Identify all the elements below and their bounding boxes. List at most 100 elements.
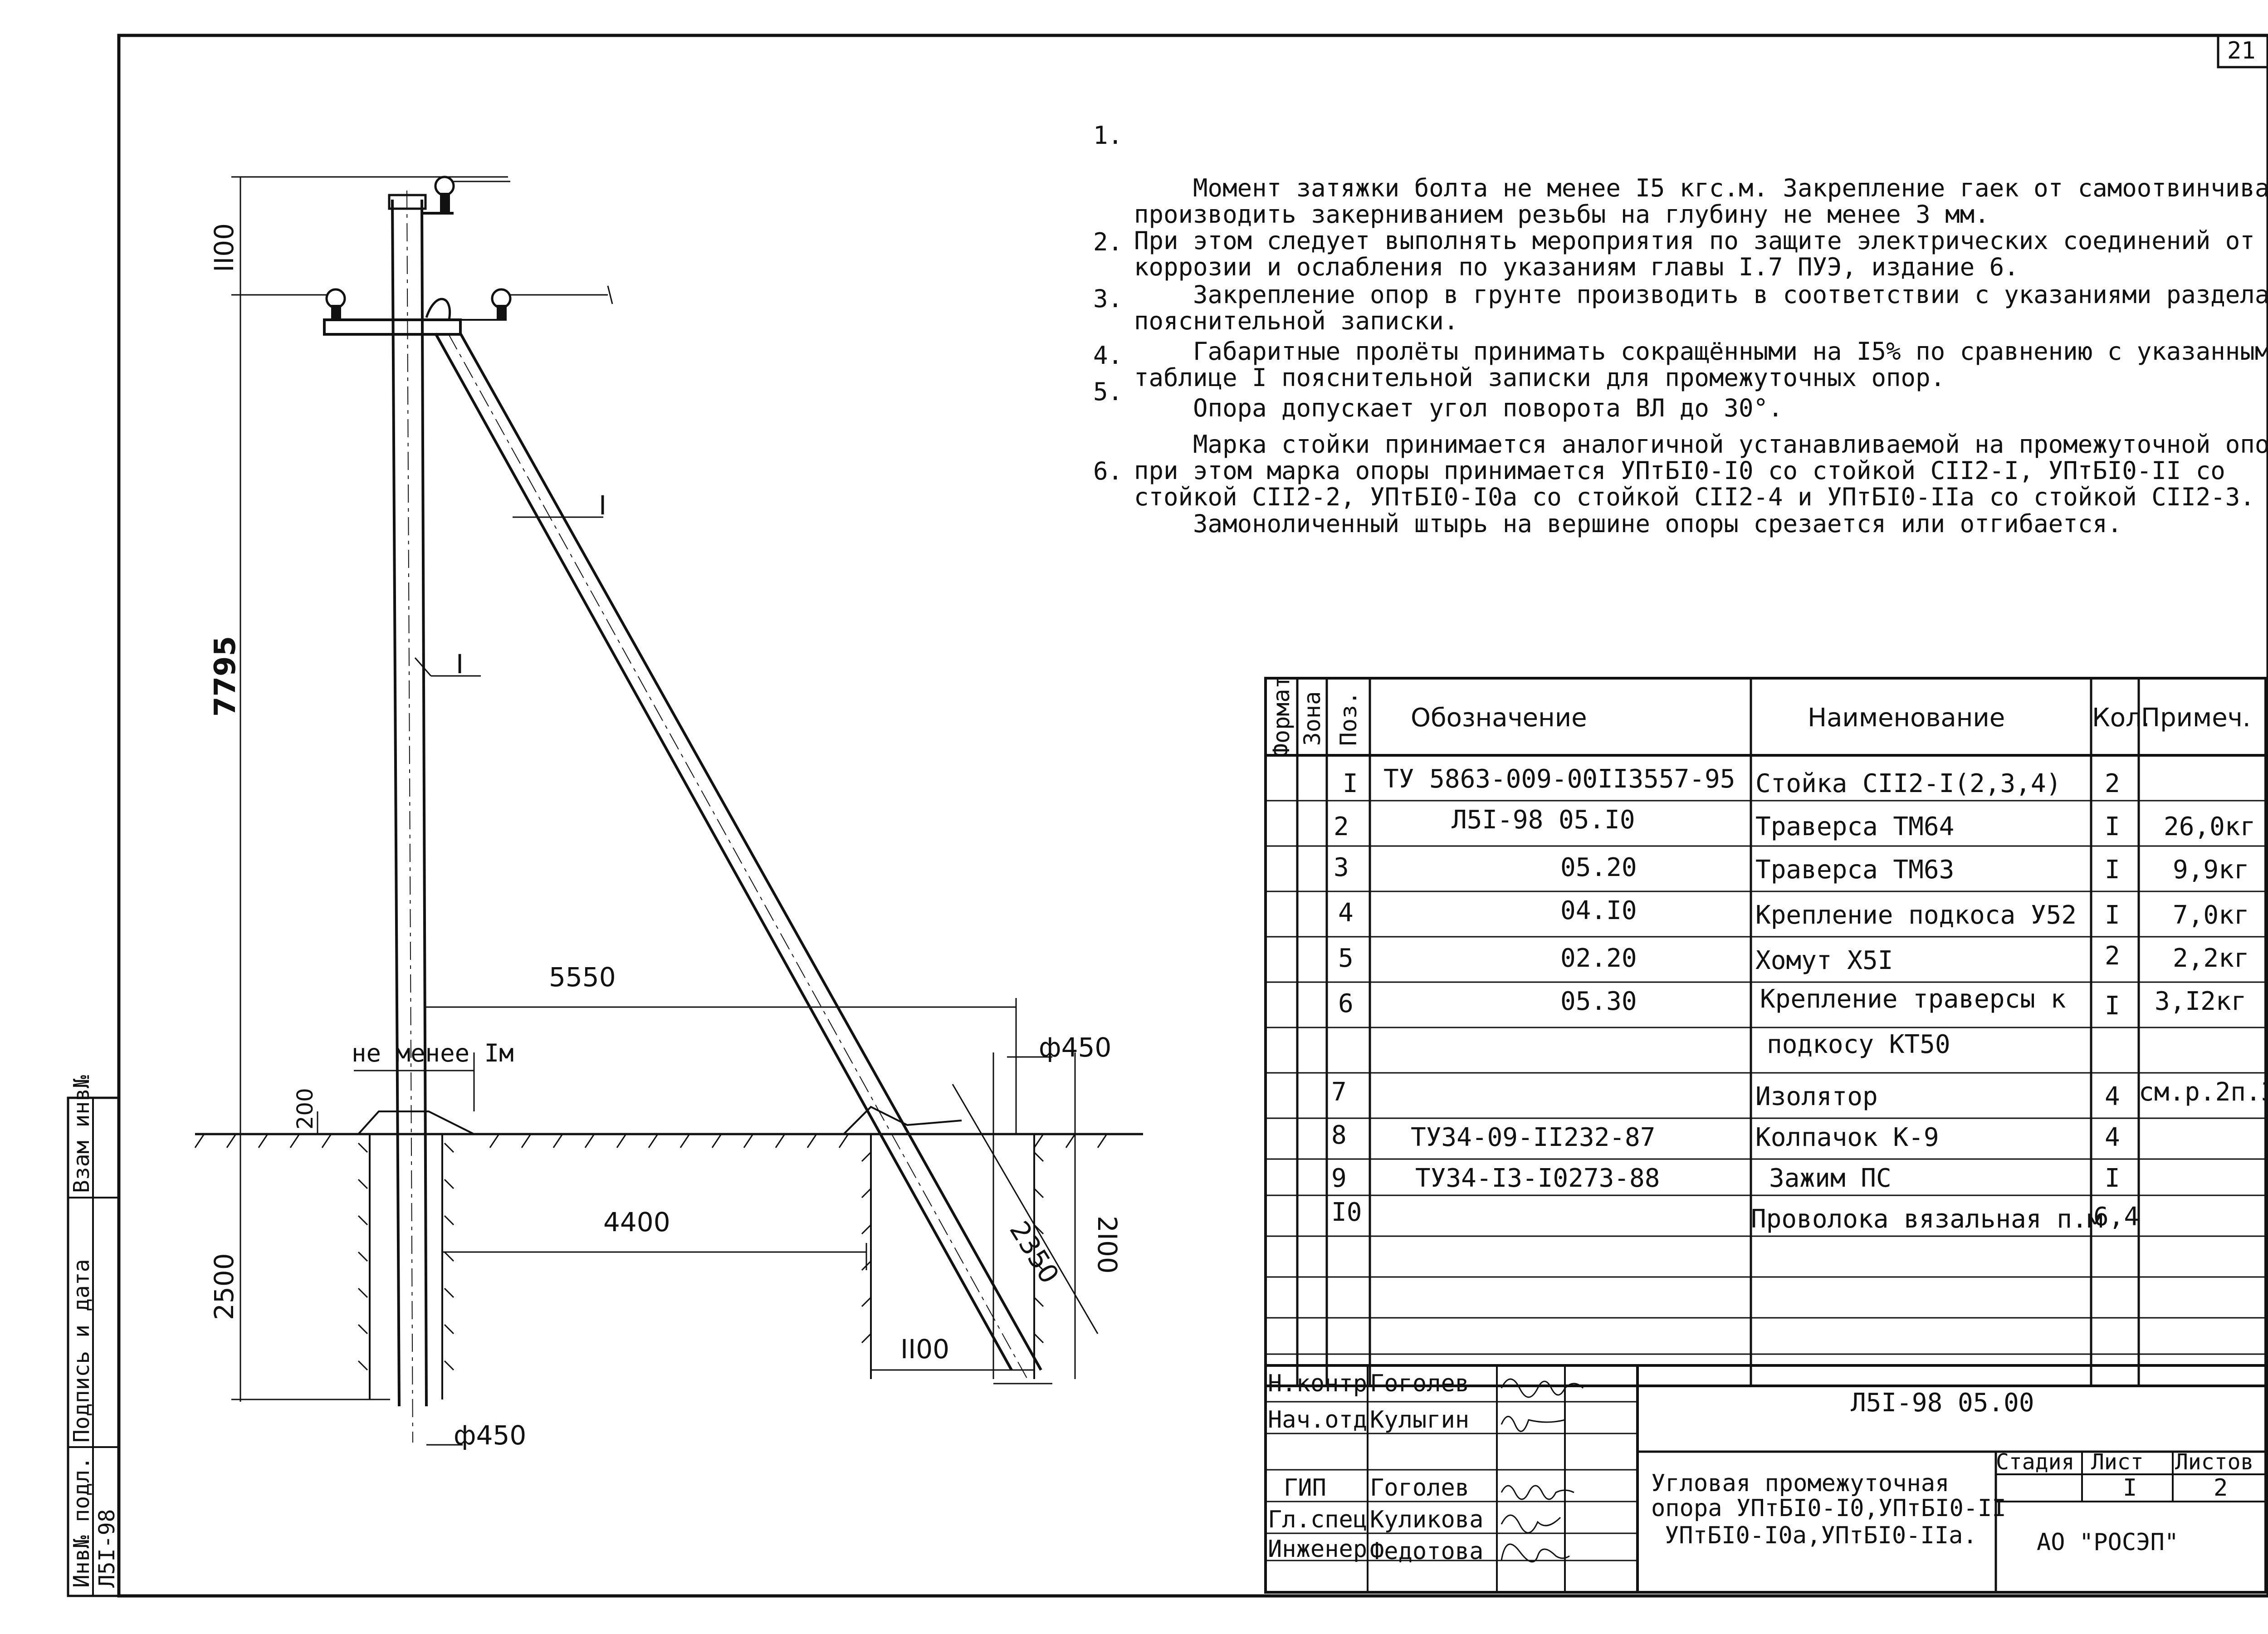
note-6: 6. Замоноличенный штырь на вершине опоры… xyxy=(1093,458,2122,563)
cell-name: Траверса ТМ64 xyxy=(1755,812,1955,841)
signatures xyxy=(1501,1378,1584,1563)
note-number: 4. xyxy=(1093,341,1123,370)
cell-qty: I xyxy=(2105,855,2120,885)
cell-pos: I xyxy=(1343,769,1358,798)
company-name: АО "РОСЭП" xyxy=(2037,1529,2179,1556)
cell-designation: ТУ 5863-009-00II3557-95 xyxy=(1383,764,1735,794)
note-text: Замоноличенный штырь на вершине опоры ср… xyxy=(1193,509,2122,538)
header-name: Наименование xyxy=(1808,703,2005,733)
dim-depth: 2500 xyxy=(209,1253,240,1320)
staff-name: Куликова xyxy=(1370,1506,1484,1533)
stage-label: Стадия xyxy=(1996,1449,2075,1475)
note-text: Габаритные пролёты принимать сокращённым… xyxy=(1134,337,2268,392)
cell-qty: I xyxy=(2105,900,2120,930)
note-2: 2. Закрепление опор в грунте производить… xyxy=(1093,229,2268,361)
cell-pos: 6 xyxy=(1338,989,1354,1018)
note-1: 1. Момент затяжки болта не менее I5 кгс.… xyxy=(1093,122,2268,307)
header-designation: Обозначение xyxy=(1411,703,1587,733)
cell-name: Колпачок К-9 xyxy=(1755,1123,1939,1152)
label-strut: I xyxy=(599,490,607,521)
note-number: 6. xyxy=(1093,457,1123,485)
label-post: I xyxy=(456,649,464,680)
dim-diam-top: ф450 xyxy=(1039,1032,1112,1063)
sheet-value: I xyxy=(2123,1474,2137,1502)
cell-note: 3,I2кг xyxy=(2155,987,2247,1016)
dim-strut-pit-depth: 2I00 xyxy=(1092,1216,1123,1274)
cell-note: 26,0кг xyxy=(2164,812,2256,841)
post-pit xyxy=(357,1111,474,1399)
cell-designation: ТУ34-09-II232-87 xyxy=(1411,1123,1656,1152)
note-text: Марка стойки принимается аналогичной уст… xyxy=(1134,430,2268,511)
cell-name: Крепление траверсы к xyxy=(1760,984,2066,1014)
cell-name: Траверса ТМ63 xyxy=(1755,855,1955,885)
cell-name: подкосу КТ50 xyxy=(1767,1030,1950,1059)
staff-role: Нач.отд xyxy=(1268,1406,1368,1433)
cell-designation: ТУ34-I3-I0273-88 xyxy=(1415,1164,1660,1193)
side-stamp-swap: Взам инв№ xyxy=(69,1075,94,1193)
cell-qty: 4 xyxy=(2105,1123,2120,1152)
header-note: Примеч. xyxy=(2141,703,2251,733)
cell-pos: 7 xyxy=(1331,1077,1347,1107)
sheet-number: 21 xyxy=(2227,37,2256,64)
staff-role: ГИП xyxy=(1284,1474,1326,1502)
note-number: 2. xyxy=(1093,228,1123,256)
cell-name: Крепление подкоса У52 xyxy=(1755,900,2077,930)
cell-pos: 2 xyxy=(1334,812,1349,841)
cell-designation: 05.30 xyxy=(1560,987,1637,1016)
note-text: Закрепление опор в грунте производить в … xyxy=(1134,280,2268,335)
side-stamp-inv-value: Л5I-98 xyxy=(94,1509,120,1588)
cell-designation: Л5I-98 05.I0 xyxy=(1452,805,1635,835)
cell-pos: 4 xyxy=(1338,898,1354,928)
header-pos: Поз. xyxy=(1335,691,1362,746)
dim-span-ground: 4400 xyxy=(603,1207,670,1238)
cell-note: 7,0кг xyxy=(2173,900,2249,930)
strut xyxy=(434,333,1042,1380)
dim-not-less: не менее Iм xyxy=(352,1039,514,1067)
spec-table-grid xyxy=(1264,677,2267,1387)
cell-qty: 6,4 xyxy=(2093,1202,2140,1232)
sheet-label: Лист xyxy=(2091,1449,2144,1475)
doc-code: Л5I-98 05.00 xyxy=(1851,1388,2034,1418)
cell-designation: 05.20 xyxy=(1560,853,1637,882)
dim-top-height: II00 xyxy=(209,223,240,272)
note-text: Опора допускает угол поворота ВЛ до 30°. xyxy=(1193,394,1783,422)
staff-name: Федотова xyxy=(1370,1538,1484,1565)
cell-note: 2,2кг xyxy=(2173,944,2249,973)
sheets-label: Листов xyxy=(2175,1449,2254,1475)
cell-note: см.р.2п.3 xyxy=(2139,1077,2268,1107)
dim-total-height: 7795 xyxy=(209,636,242,717)
cell-qty: 2 xyxy=(2105,769,2120,798)
cell-name: Стойка СII2-I(2,3,4) xyxy=(1755,769,2062,798)
note-3: 3. Габаритные пролёты принимать сокращён… xyxy=(1093,286,2268,417)
note-number: 1. xyxy=(1093,121,1123,150)
cell-pos: 5 xyxy=(1338,944,1354,973)
dimension-lines xyxy=(231,176,1099,1446)
staff-name: Гоголев xyxy=(1370,1370,1470,1397)
cell-qty: I xyxy=(2105,991,2120,1021)
cell-name: Изолятор xyxy=(1755,1082,1878,1111)
cell-designation: 04.I0 xyxy=(1560,896,1637,925)
note-number: 3. xyxy=(1093,284,1123,313)
side-stamp-inv: Инв№ подл. xyxy=(69,1457,94,1588)
side-stamp-frame xyxy=(67,1096,120,1597)
cell-pos: I0 xyxy=(1331,1198,1362,1227)
staff-name: Гоголев xyxy=(1370,1474,1470,1502)
sheets-value: 2 xyxy=(2214,1474,2228,1502)
staff-role: Инженер xyxy=(1268,1536,1368,1563)
header-qty: Кол. xyxy=(2092,703,2150,733)
title-line-2: опора УПтБI0-I0,УПтБI0-II xyxy=(1651,1495,2006,1522)
title-block-grid xyxy=(1264,1364,2267,1594)
staff-role: Н.контр xyxy=(1268,1370,1368,1397)
strut-pit xyxy=(843,1106,1052,1384)
title-line-1: Угловая промежуточная xyxy=(1651,1470,1950,1497)
dim-mound: 200 xyxy=(293,1088,318,1130)
cell-name: Зажим ПС xyxy=(1769,1164,1892,1193)
cell-qty: 4 xyxy=(2105,1082,2120,1111)
note-5: 5. Марка стойки принимается аналогичной … xyxy=(1093,379,2268,537)
top-traverse xyxy=(422,176,510,215)
dim-strut-pit-width: II00 xyxy=(900,1334,950,1365)
title-line-3: УПтБI0-I0а,УПтБI0-IIа. xyxy=(1665,1522,1977,1549)
main-post xyxy=(388,190,428,1443)
lower-traverse xyxy=(245,285,613,336)
